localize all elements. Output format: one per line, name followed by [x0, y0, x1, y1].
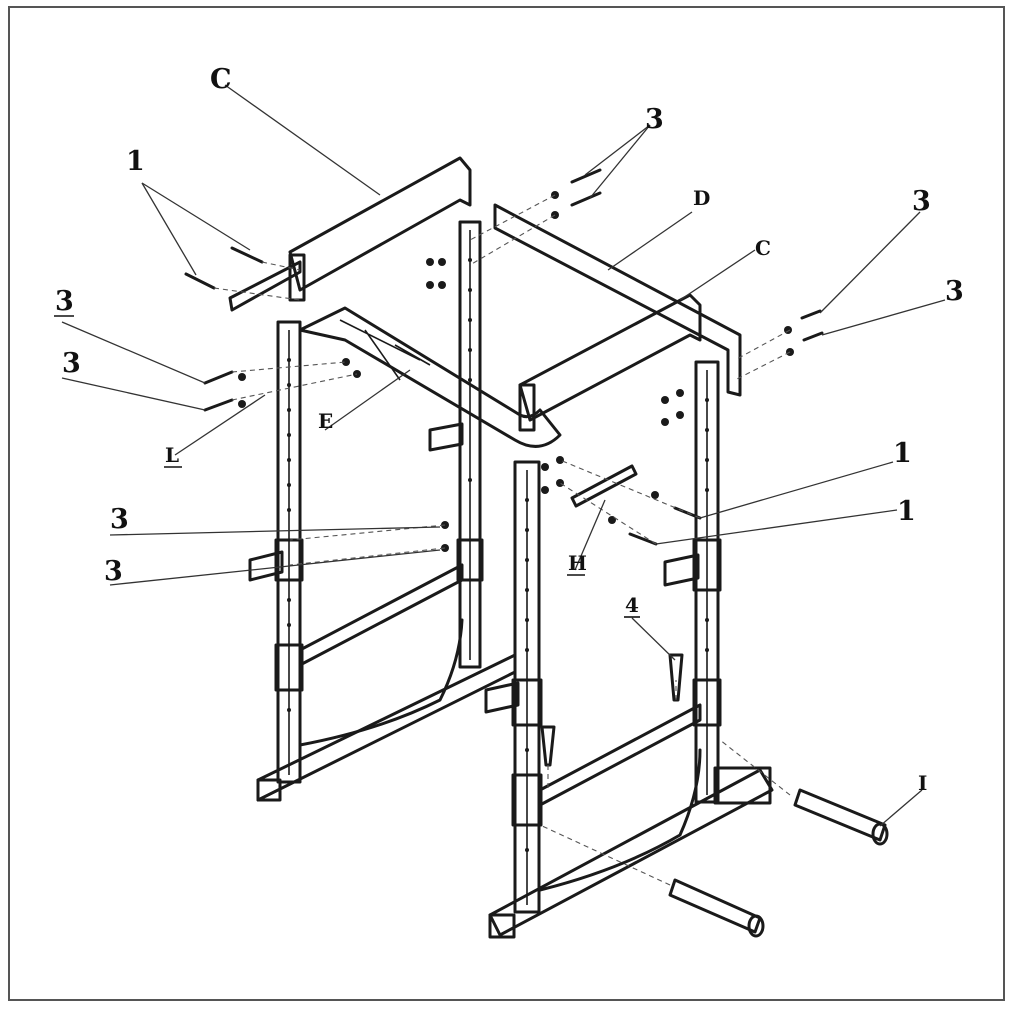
assembly-guides — [213, 194, 791, 886]
label-bolt-1-a: 1 — [126, 146, 145, 177]
front-right-upright — [513, 460, 541, 914]
right-base-beam — [488, 768, 774, 937]
weight-pegs — [668, 788, 889, 938]
label-bolt-3-a: 3 — [55, 286, 74, 317]
top-crossmember-d — [493, 203, 742, 397]
label-bolt-1-b: 1 — [893, 438, 912, 469]
label-c-top: C — [210, 64, 232, 95]
diagram-frame — [8, 6, 1005, 1001]
left-cross-bar — [298, 563, 464, 667]
label-c-right: C — [755, 236, 771, 260]
left-side-frame — [248, 220, 517, 802]
upright-holes — [287, 258, 709, 852]
left-base-beam — [256, 653, 517, 802]
label-bolt-3-c: 3 — [645, 104, 664, 135]
bolt-1-upper — [230, 246, 264, 264]
safety-pin-rear — [668, 653, 684, 702]
right-cross-bar — [538, 703, 702, 807]
j-hook-front-right — [484, 681, 520, 714]
leader-lines — [61, 84, 946, 827]
plate-h — [570, 464, 638, 508]
label-bolt-3-g: 3 — [104, 556, 123, 587]
label-bolt-3-e: 3 — [945, 276, 964, 307]
weight-peg-lower — [668, 878, 762, 934]
left-bottom-brace — [298, 618, 464, 747]
safety-pin-front — [540, 725, 556, 767]
bolt-3-left-a — [203, 370, 234, 385]
rear-right-upright — [694, 360, 720, 804]
label-bolt-1-c: 1 — [897, 496, 916, 527]
top-members — [228, 156, 742, 508]
bolt-3-top-b — [570, 191, 602, 207]
j-hook-rear-right — [663, 553, 700, 587]
weight-peg-upper — [793, 788, 887, 842]
bolt-3-right-a — [800, 309, 822, 320]
bolt-3-right-b — [802, 331, 824, 342]
j-hook-rear-left — [428, 422, 464, 452]
top-crossmember-c-right — [518, 293, 702, 422]
label-e: E — [318, 409, 333, 433]
j-hook-front-left — [248, 550, 284, 582]
label-bolt-3-b: 3 — [62, 348, 81, 379]
bolt-1-lower — [184, 272, 216, 290]
right-bottom-brace — [538, 748, 702, 892]
bolt-1-right-b — [628, 532, 658, 546]
label-d: D — [693, 186, 710, 210]
right-side-frame — [484, 360, 774, 939]
label-pin-4: 4 — [625, 593, 639, 617]
top-crossmember-c-left — [288, 156, 472, 292]
bolt-3-left-b — [203, 398, 234, 412]
label-h: H — [568, 551, 587, 575]
bracket-l — [228, 260, 302, 312]
label-bolt-3-f: 3 — [110, 504, 129, 535]
hardware — [184, 168, 824, 552]
part-labels: C 1 3 D C 3 3 3 3 E L 1 1 3 3 H 4 I — [54, 64, 964, 795]
pull-up-bar-e — [298, 306, 562, 448]
label-l: L — [165, 443, 179, 467]
bolt-3-top-a — [570, 168, 602, 184]
label-bolt-3-d: 3 — [912, 186, 931, 217]
label-i: I — [918, 771, 927, 795]
safety-pins — [540, 653, 684, 767]
